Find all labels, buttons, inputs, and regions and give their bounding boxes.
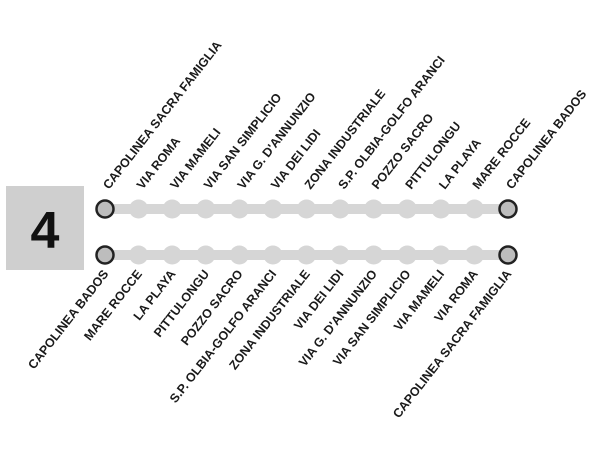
inbound-stop	[464, 245, 484, 265]
route-number: 4	[31, 202, 60, 260]
outbound-stop	[297, 199, 316, 219]
outbound-stop	[263, 199, 283, 219]
inbound-stop	[229, 245, 249, 265]
inbound-stop	[431, 245, 451, 265]
route-number-box	[6, 186, 84, 270]
inbound-stop	[196, 245, 216, 265]
inbound-stop	[397, 245, 417, 265]
outbound-stop	[330, 199, 350, 219]
outbound-stop	[397, 199, 417, 219]
outbound-stop	[431, 199, 451, 219]
outbound-terminus-stop	[95, 199, 115, 219]
inbound-stop	[162, 245, 182, 265]
inbound-stop	[129, 245, 149, 265]
outbound-terminus-stop	[498, 199, 518, 219]
route-badge: 4	[6, 186, 84, 270]
outbound-stop	[129, 199, 149, 219]
inbound-stop	[364, 245, 384, 265]
inbound-stop	[297, 245, 316, 265]
outbound-stop	[162, 199, 182, 219]
inbound-stop	[330, 245, 350, 265]
inbound-terminus-stop	[95, 245, 115, 265]
outbound-stop-label: MARE ROCCE	[470, 116, 534, 192]
outbound-stop	[464, 199, 484, 219]
inbound-terminus-stop	[498, 245, 518, 265]
outbound-stop	[196, 199, 216, 219]
inbound-stop	[263, 245, 283, 265]
outbound-stop	[364, 199, 384, 219]
outbound-stop	[229, 199, 249, 219]
